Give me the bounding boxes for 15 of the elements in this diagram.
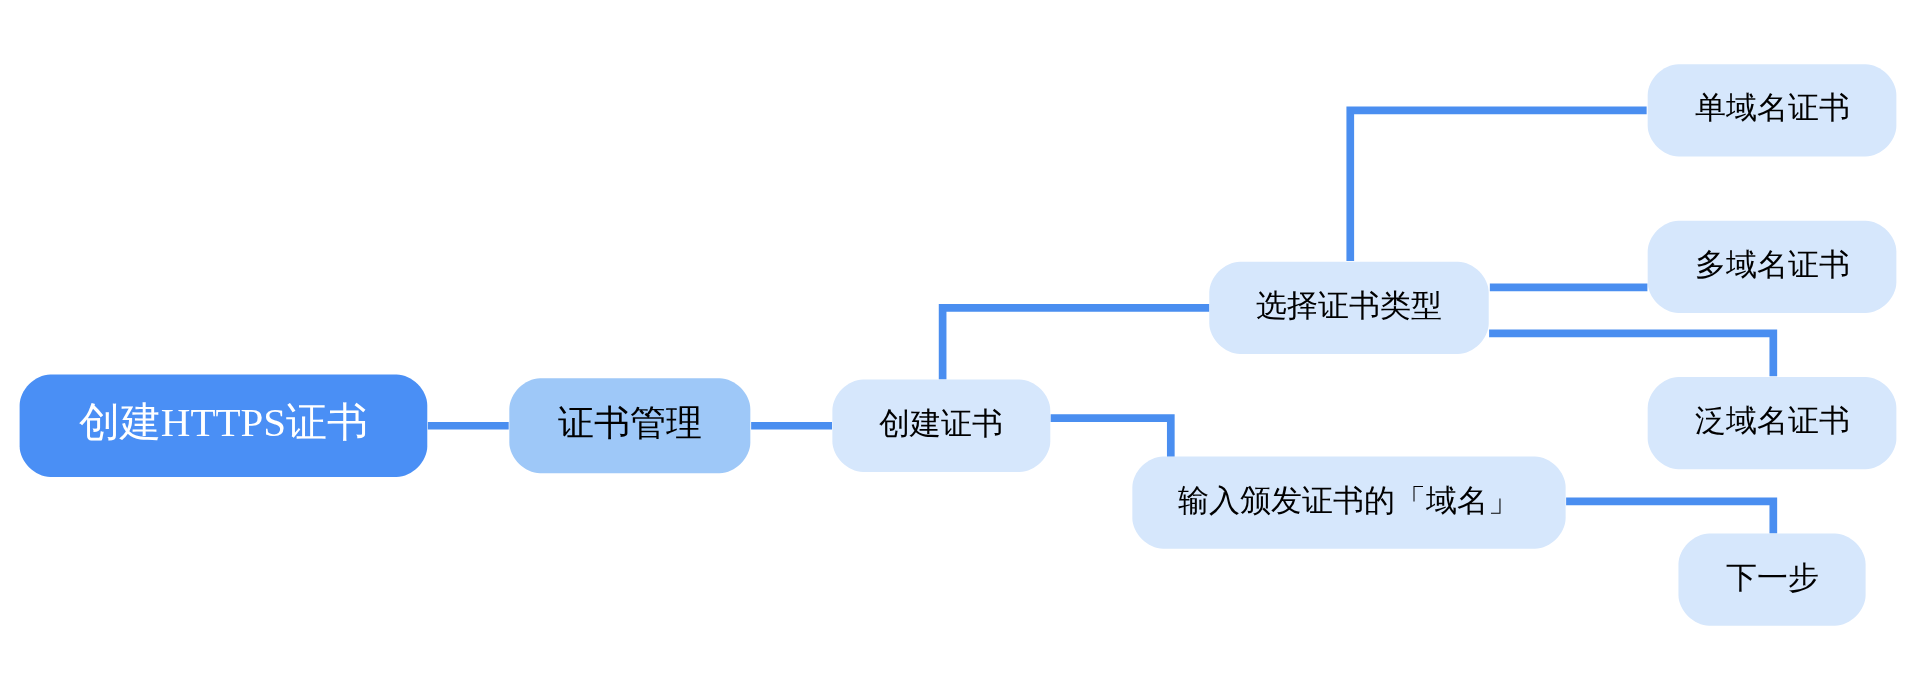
connector (751, 421, 832, 430)
connector (938, 303, 1210, 380)
node-box: 证书管理 (509, 378, 751, 474)
node-box: 多域名证书 (1647, 220, 1897, 313)
node-box: 单域名证书 (1647, 64, 1897, 157)
connector (1566, 497, 1778, 534)
node-box: 输入颁发证书的「域名」 (1132, 456, 1566, 549)
node-box: 泛域名证书 (1647, 377, 1897, 470)
node-box: 下一步 (1678, 533, 1866, 626)
connector (1489, 283, 1648, 292)
node-box: 创建证书 (832, 379, 1051, 472)
connector (1346, 106, 1647, 262)
node-box: 选择证书类型 (1209, 261, 1489, 354)
connector (427, 421, 509, 430)
node-box: 创建HTTPS证书 (19, 374, 428, 478)
